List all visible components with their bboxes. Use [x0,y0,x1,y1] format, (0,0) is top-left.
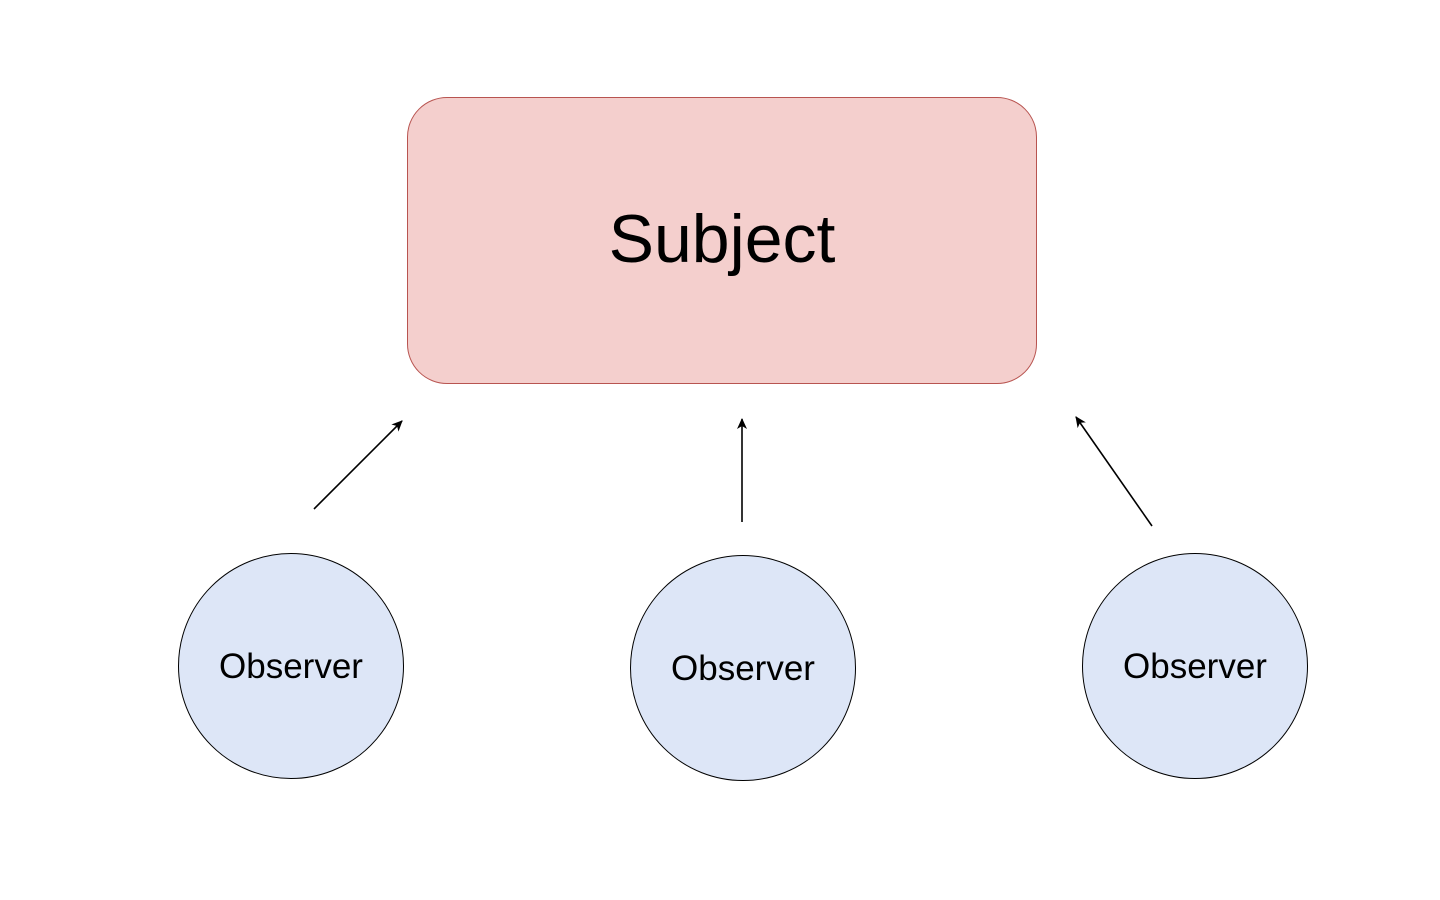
arrow-observer-1-to-subject [313,420,403,510]
observer-node-3: Observer [1082,553,1308,779]
subject-node: Subject [407,97,1037,384]
arrow-observer-3-to-subject [1075,416,1153,527]
observer-node-2: Observer [630,555,856,781]
observer-label: Observer [219,646,363,686]
observer-node-1: Observer [178,553,404,779]
observer-label: Observer [1123,646,1267,686]
subject-label: Subject [608,201,836,277]
observer-label: Observer [671,648,815,688]
